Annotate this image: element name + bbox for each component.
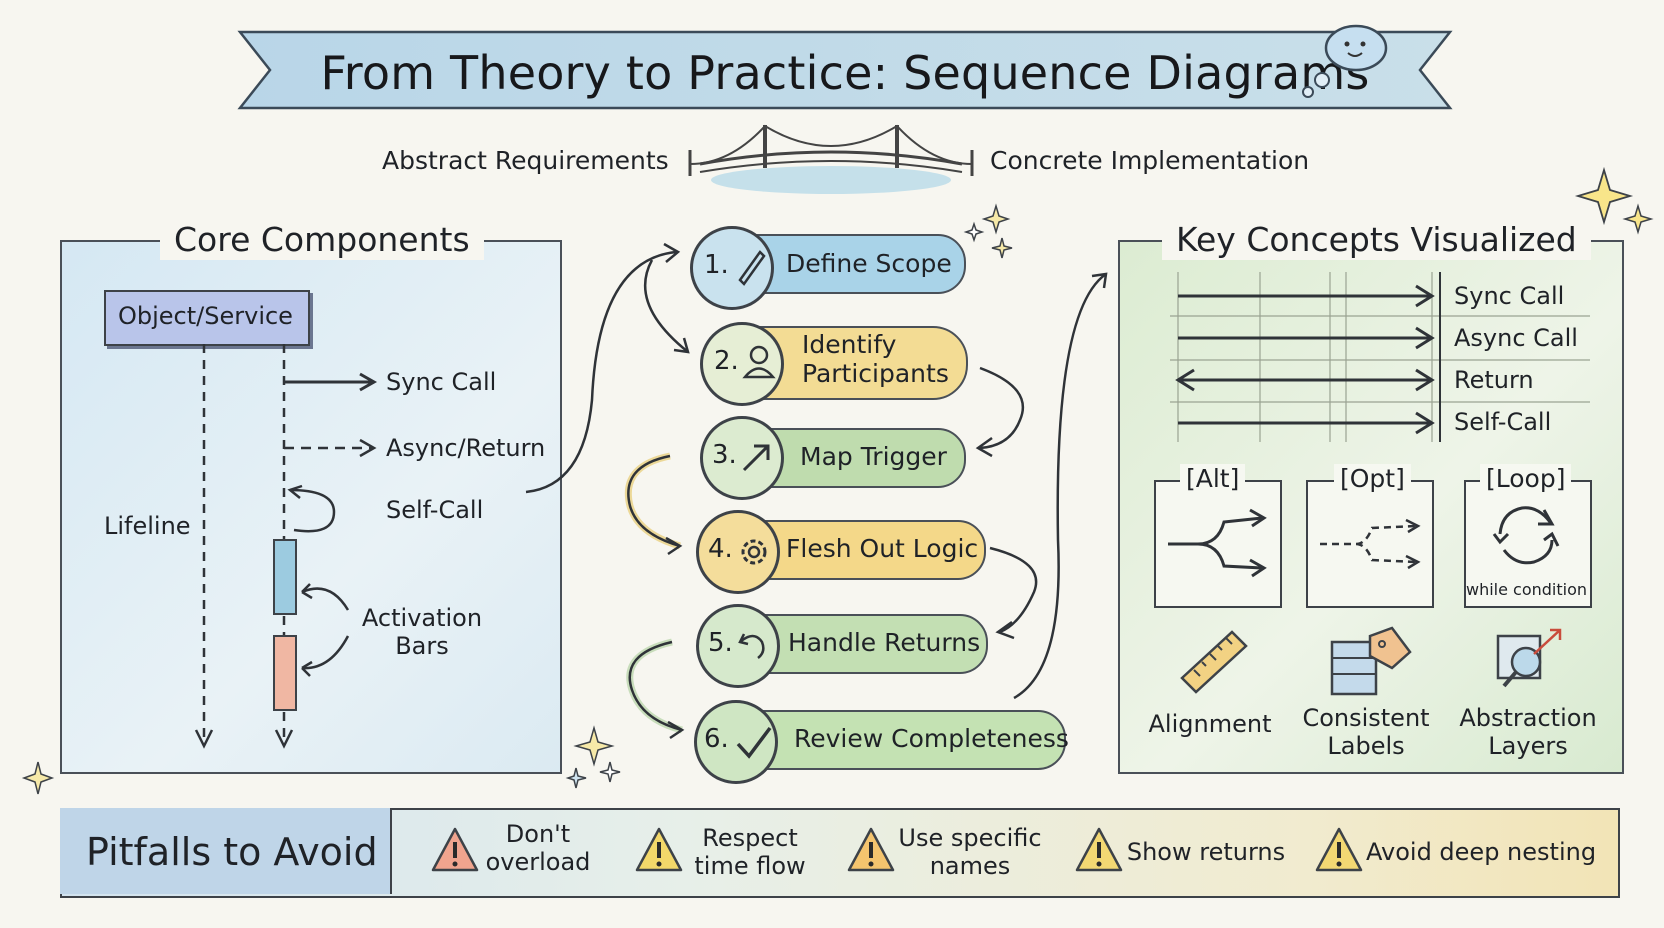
sparkle-icon (565, 725, 621, 789)
step-6-number: 6. (704, 724, 729, 754)
step-5-label: Handle Returns (788, 628, 981, 657)
kc-self-call-label: Self-Call (1454, 408, 1552, 436)
warning-icon (1315, 827, 1363, 872)
title-banner (237, 30, 1453, 110)
core-components-title: Core Components (160, 220, 484, 260)
core-diagram (194, 344, 378, 749)
tip-abstraction-layers-label: Abstraction Layers (1459, 704, 1597, 760)
key-concepts-title: Key Concepts Visualized (1162, 220, 1591, 260)
arrow-types-grid (1170, 272, 1590, 442)
alt-frame-label: [Alt] (1180, 464, 1246, 494)
pitfall-4-label: Show returns (1126, 838, 1286, 866)
pitfall-1-label: Don't overload (485, 820, 591, 876)
kc-return-label: Return (1454, 366, 1534, 394)
step-3-label: Map Trigger (800, 442, 947, 471)
pitfalls-title: Pitfalls to Avoid (86, 830, 378, 874)
lifeline-label: Lifeline (104, 512, 191, 540)
step-2-badge (700, 322, 784, 406)
ruler-icon (1180, 630, 1248, 694)
loop-condition-label: while condition (1466, 580, 1588, 599)
async-return-label: Async/Return (386, 434, 546, 462)
tag-icon (1330, 626, 1412, 696)
warning-icon (635, 827, 683, 872)
step-5-number: 5. (708, 628, 733, 658)
step-6-badge (694, 700, 778, 784)
optional-branch-icon (1320, 518, 1421, 570)
step-5-badge (696, 604, 780, 688)
step-2-label: Identify Participants (802, 330, 949, 388)
branch-icon (1168, 508, 1267, 578)
pencil-icon (738, 250, 766, 286)
object-service-label: Object/Service (118, 302, 293, 330)
step-2-number: 2. (714, 346, 739, 376)
step-4-label: Flesh Out Logic (786, 534, 979, 563)
self-call-label: Self-Call (386, 496, 484, 524)
tip-consistent-labels-label: Consistent Labels (1302, 704, 1430, 760)
pitfalls-title-box (60, 808, 392, 894)
arrow-icon (742, 444, 770, 472)
gear-icon (741, 539, 767, 565)
kc-sync-call-label: Sync Call (1454, 282, 1565, 310)
warning-icon (847, 827, 895, 872)
magnifier-icon (1496, 628, 1562, 688)
checkmark-icon (736, 726, 772, 759)
activation-bars-label: Activation Bars (361, 604, 483, 660)
warning-icon (431, 827, 479, 872)
step-4-number: 4. (708, 534, 733, 564)
sync-call-label: Sync Call (386, 368, 497, 396)
return-arrow-icon (738, 633, 765, 659)
step-1-badge (690, 226, 774, 310)
pitfall-2-label: Respect time flow (694, 824, 806, 880)
bridge-icon (688, 124, 974, 194)
step-3-badge (700, 416, 784, 500)
pitfall-3-label: Use specific names (898, 824, 1042, 880)
step-1-label: Define Scope (786, 249, 952, 278)
object-service-box (104, 290, 310, 346)
opt-frame (1306, 480, 1434, 608)
step-flow-arrows (525, 242, 1108, 740)
sparkle-icon (963, 203, 1013, 259)
loop-icon (1492, 506, 1560, 565)
kc-async-call-label: Async Call (1454, 324, 1578, 352)
sparkle-icon (21, 761, 55, 795)
loop-frame-label: [Loop] (1480, 464, 1572, 494)
loop-frame (1464, 480, 1592, 608)
tip-alignment-label: Alignment (1148, 710, 1272, 738)
step-6-label: Review Completeness (794, 724, 1069, 753)
pitfall-5-label: Avoid deep nesting (1366, 838, 1597, 866)
smiley-cloud-icon (1302, 24, 1388, 98)
step-1-number: 1. (704, 250, 729, 280)
opt-frame-label: [Opt] (1334, 464, 1411, 494)
concrete-implementation-label: Concrete Implementation (990, 146, 1310, 175)
sparkle-icon (1574, 166, 1654, 235)
abstract-requirements-label: Abstract Requirements (382, 146, 669, 175)
step-3-number: 3. (712, 440, 737, 470)
page-title: From Theory to Practice: Sequence Diagra… (320, 46, 1370, 100)
person-icon (742, 345, 776, 379)
warning-icon (1075, 827, 1123, 872)
